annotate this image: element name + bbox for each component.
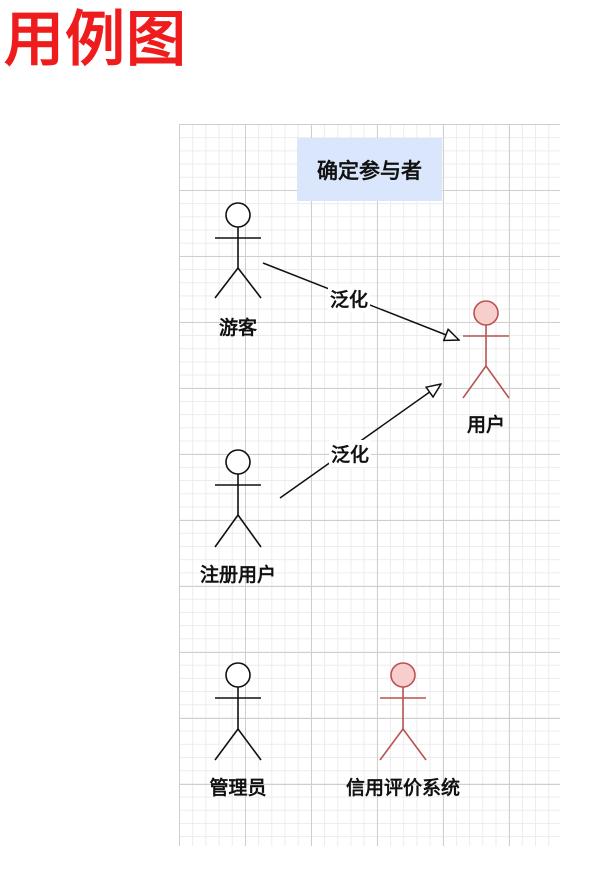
diagram-header-label: 确定参与者 (317, 158, 422, 183)
actor-user[interactable] (462, 300, 510, 399)
actor-visitor[interactable] (214, 202, 262, 299)
edge-label-registered-to-user: 泛化 (328, 440, 372, 467)
actor-credit[interactable] (379, 662, 427, 761)
diagram-header[interactable]: 确定参与者 (297, 138, 442, 201)
actor-label-registered: 注册用户 (199, 564, 277, 586)
actor-registered[interactable] (214, 449, 262, 548)
actor-admin[interactable] (214, 662, 262, 761)
actor-label-user: 用户 (466, 414, 506, 436)
actor-label-visitor: 游客 (218, 317, 258, 339)
edge-label-visitor-to-user: 泛化 (327, 285, 371, 312)
actor-label-admin: 管理员 (209, 777, 267, 799)
actor-label-credit: 信用评价系统 (345, 777, 461, 799)
page-title: 用例图 (4, 5, 187, 75)
